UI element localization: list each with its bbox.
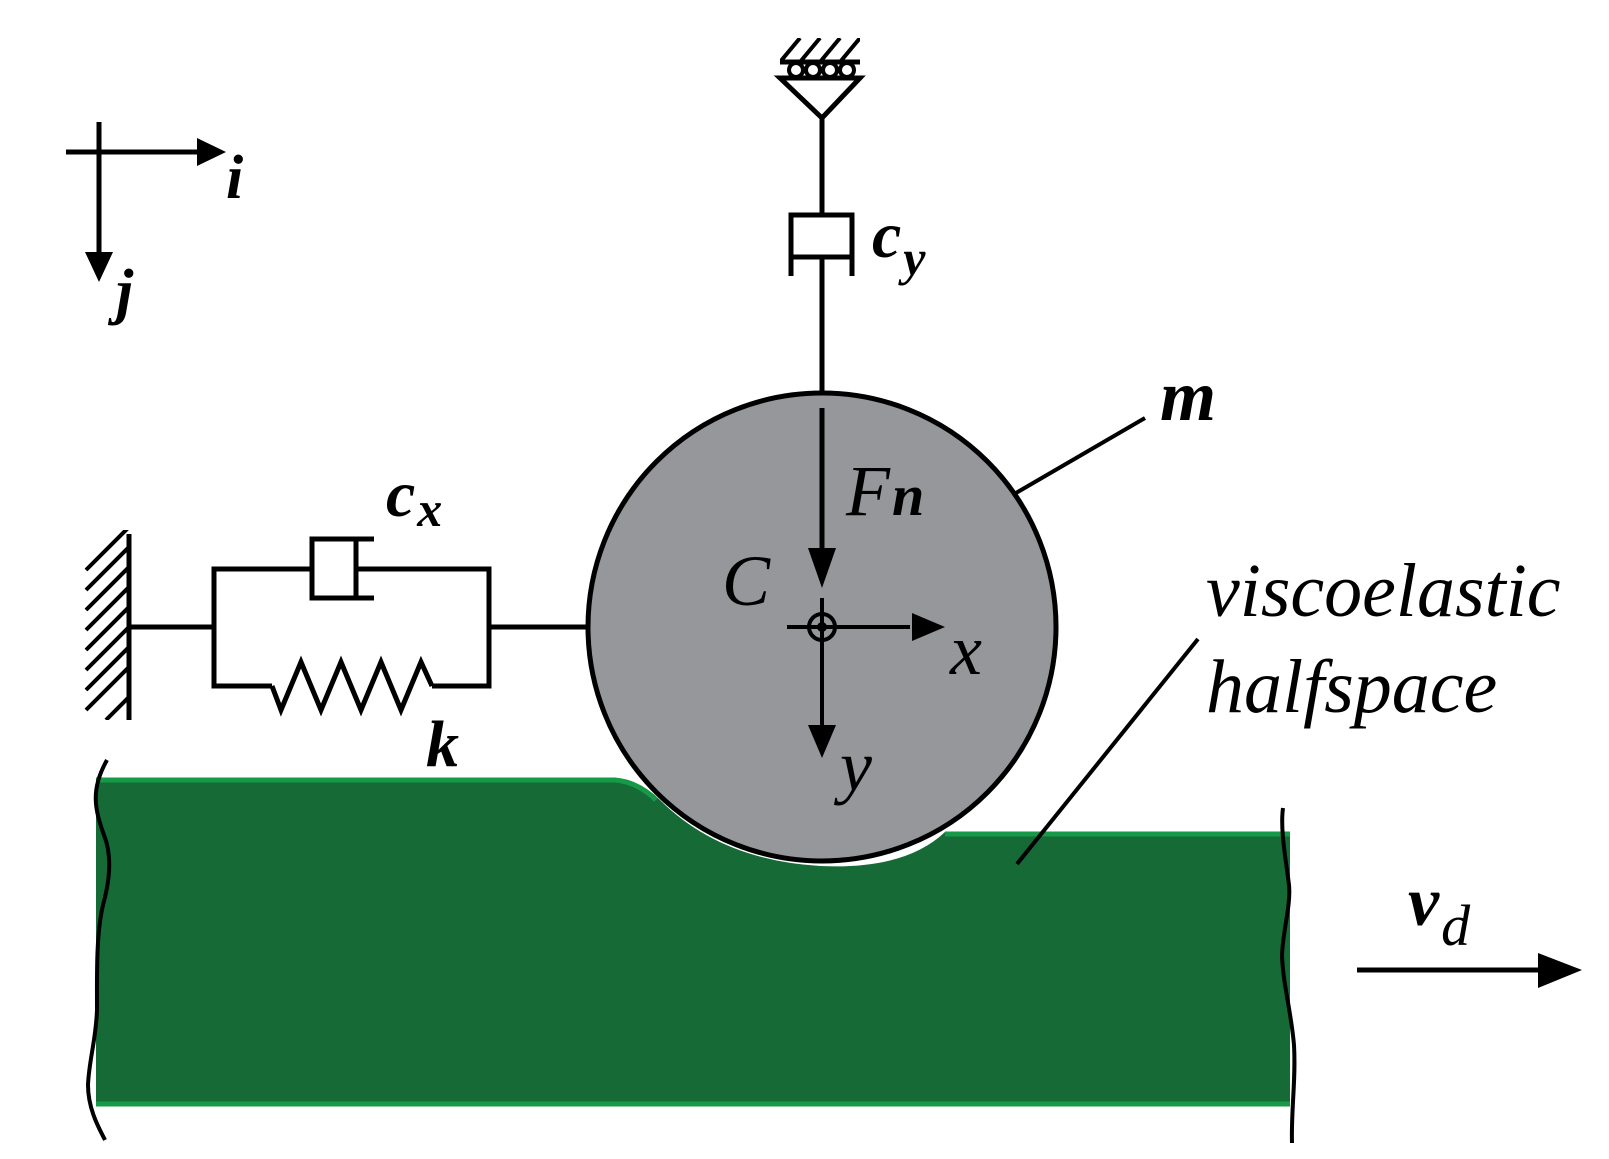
horizontal-support: cx k <box>84 458 590 781</box>
global-axes: i j <box>66 122 243 326</box>
damper-cx-piston-icon <box>309 536 359 601</box>
axis-i-label: i <box>226 144 243 212</box>
axis-j-label: j <box>107 258 134 326</box>
local-x-label: x <box>949 610 982 690</box>
support-hatch <box>780 38 860 63</box>
support-roller-icon <box>804 61 822 79</box>
center-of-mass-icon <box>807 612 837 642</box>
velocity-arrowhead-icon <box>1538 953 1582 988</box>
spring-k-icon <box>269 655 435 717</box>
velocity-indicator: vd <box>1357 864 1582 988</box>
damper-cy-label: cy <box>872 199 926 286</box>
halfspace-top-edge <box>96 777 658 802</box>
halfspace-body <box>96 778 1290 1106</box>
break-line-right <box>1279 807 1297 1144</box>
support-triangle-icon <box>773 75 866 122</box>
cylinder-annotations: Fn C x y <box>722 408 982 806</box>
center-of-mass-dot-icon <box>817 622 827 632</box>
damper-cx-label: cx <box>386 458 442 537</box>
center-label: C <box>722 541 771 621</box>
axis-j-arrowhead-icon <box>85 252 113 282</box>
break-line-left <box>85 759 112 1141</box>
mass-label: m <box>1160 356 1216 436</box>
mass-leader-line <box>1014 416 1147 495</box>
axis-i-arrowhead-icon <box>197 138 226 166</box>
halfspace-label-line1: viscoelastic <box>1206 549 1561 633</box>
support-roller-icon <box>838 61 856 79</box>
normal-force-label: Fn <box>845 451 924 531</box>
local-y-arrowhead-icon <box>808 725 836 758</box>
support-roller-icon <box>787 61 805 79</box>
spring-k-label: k <box>426 708 459 781</box>
wall-hatch <box>84 530 130 720</box>
damper-cy-piston-icon <box>788 212 855 260</box>
local-y-label: y <box>833 726 872 806</box>
support-roller-icon <box>821 61 839 79</box>
velocity-label: vd <box>1408 864 1471 958</box>
local-x-arrowhead-icon <box>912 613 945 641</box>
halfspace-label-line2: halfspace <box>1206 645 1497 729</box>
frame-left <box>211 566 312 689</box>
vertical-support: cy <box>773 38 926 393</box>
halfspace-leader-line <box>1015 637 1200 866</box>
normal-force-arrowhead-icon <box>808 548 836 588</box>
viscoelastic-halfspace <box>85 759 1297 1144</box>
